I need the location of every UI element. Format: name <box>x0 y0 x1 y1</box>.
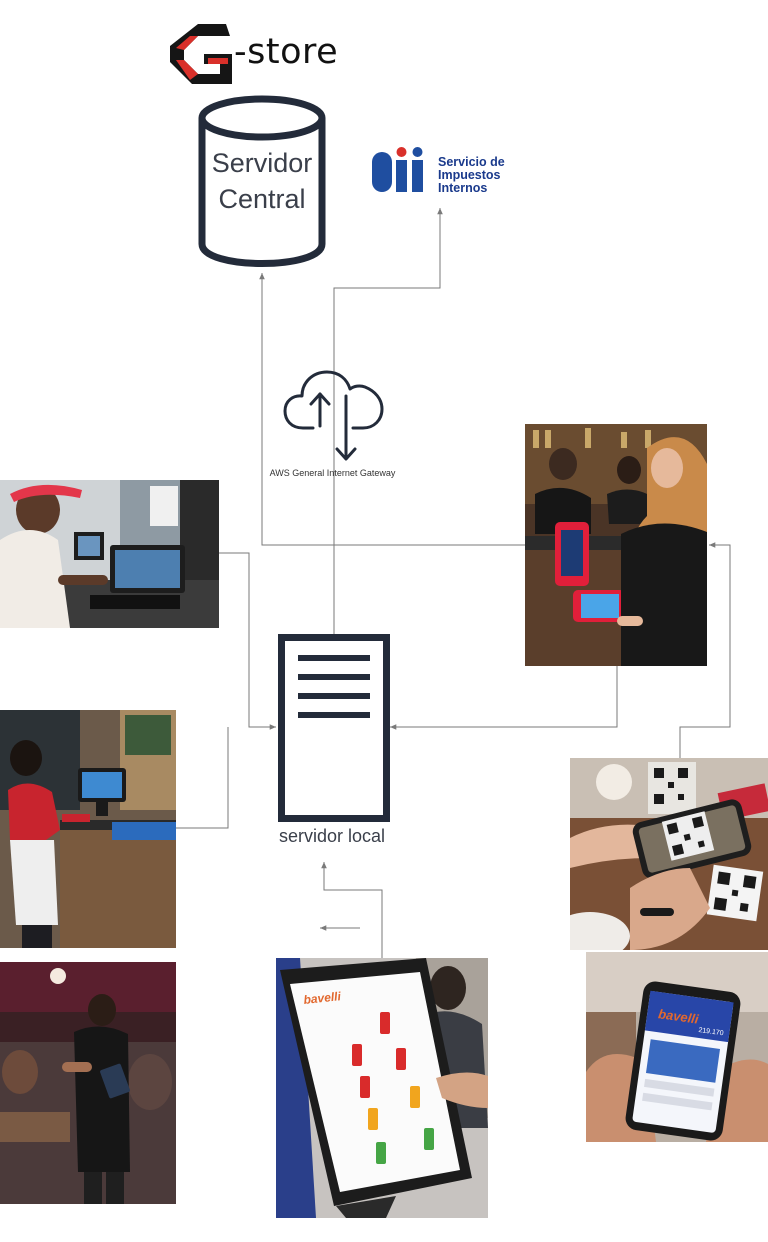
photo-pos-waitress <box>0 710 176 948</box>
cloud-upload-download-icon <box>283 370 384 461</box>
phone-price: 219.170 <box>698 1027 724 1037</box>
photo-kiosk: bavelli <box>276 958 488 1218</box>
connector-pos1-to-local <box>219 552 276 730</box>
connector-pos2-to-local <box>176 727 229 829</box>
phone-brand: bavelli <box>657 1006 700 1027</box>
sii-logo: Servicio de Impuestos Internos <box>362 136 518 206</box>
local-server-label: servidor local <box>278 826 386 846</box>
database-label-line2: Central <box>218 184 306 214</box>
sii-line1: Servicio de <box>438 155 505 169</box>
gstore-logo: -store <box>168 22 348 86</box>
gstore-logo-text: -store <box>234 32 339 72</box>
database-label: Servidor Central <box>197 145 327 217</box>
connector-bar-to-local <box>390 666 618 730</box>
g-logo-icon <box>170 24 232 84</box>
photo-phone-app: bavelli 219.170 <box>586 952 768 1142</box>
sii-mark-icon <box>372 147 423 192</box>
database-label-line1: Servidor <box>211 148 313 178</box>
sii-line3: Internos <box>438 181 488 195</box>
photo-bar-pos <box>525 424 707 666</box>
server-icon <box>278 634 390 822</box>
connector-local-to-sii <box>333 208 443 636</box>
connector-qr-to-bar <box>679 542 731 758</box>
kiosk-brand: bavelli <box>303 989 342 1007</box>
photo-pos-cashier <box>0 480 219 628</box>
photo-qr-scan <box>570 758 768 950</box>
database-icon <box>198 95 326 267</box>
connector-kiosk-to-local <box>321 862 383 958</box>
gateway-label: AWS General Internet Gateway <box>269 468 396 478</box>
photo-waiter-tablet <box>0 962 176 1204</box>
sii-line2: Impuestos <box>438 168 501 182</box>
connector-bar-to-central <box>259 273 528 546</box>
